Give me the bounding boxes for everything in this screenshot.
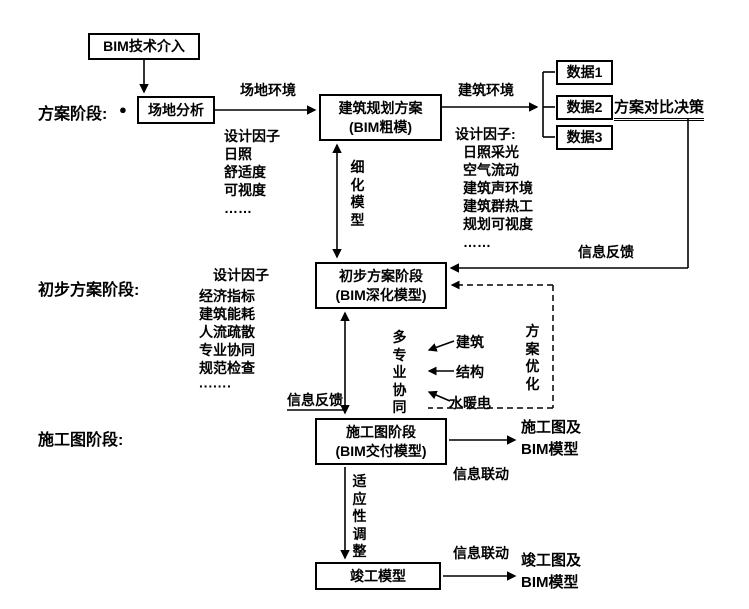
preliminary-factor-list: 经济指标 建筑能耗 人流疏散 专业协同 规范检查 ······· bbox=[199, 287, 255, 395]
site-factor-item: 可视度 bbox=[224, 182, 266, 198]
planning-factor-item: 建筑声环境 bbox=[463, 180, 533, 196]
node-preliminary-line2: (BIM深化模型) bbox=[335, 286, 427, 303]
info-linkage-label-completion: 信息联动 bbox=[453, 545, 509, 561]
node-data-1: 数据1 bbox=[556, 60, 613, 85]
planning-factor-item: 日照采光 bbox=[463, 144, 519, 160]
node-preliminary-line1: 初步方案阶段 bbox=[339, 267, 423, 284]
node-bim-intro: BIM技术介入 bbox=[88, 33, 200, 60]
preliminary-factor-item: 规范检查 bbox=[199, 360, 255, 376]
planning-factor-item: 规划可视度 bbox=[463, 216, 533, 232]
planning-factor-item: …… bbox=[463, 234, 491, 250]
arrow-arch-to-collab bbox=[427, 340, 455, 352]
node-data-3: 数据3 bbox=[556, 125, 613, 150]
preliminary-factor-item: 专业协同 bbox=[199, 342, 255, 358]
node-preliminary-stage: 初步方案阶段 (BIM深化模型) bbox=[315, 262, 447, 309]
site-factor-item: …… bbox=[224, 200, 252, 216]
node-construction-stage: 施工图阶段 (BIM交付模型) bbox=[315, 418, 447, 465]
planning-factor-item: 设计因子: bbox=[455, 126, 516, 142]
edge-label-site-environment: 场地环境 bbox=[240, 82, 296, 98]
node-data-2-label: 数据2 bbox=[566, 99, 603, 116]
node-completion-label: 竣工模型 bbox=[350, 567, 406, 584]
node-data-2: 数据2 bbox=[556, 95, 613, 120]
vertical-label-refine-model: 细化模型 bbox=[350, 159, 365, 228]
site-factor-item: 舒适度 bbox=[224, 164, 266, 180]
discipline-label-structure: 结构 bbox=[456, 364, 484, 380]
node-planning-line2: (BIM粗模) bbox=[349, 118, 412, 135]
preliminary-factor-item: ······· bbox=[199, 378, 232, 394]
vertical-label-multi-collaboration: 多专业协同 bbox=[392, 329, 407, 415]
preliminary-factor-title: 设计因子 bbox=[213, 267, 269, 283]
stage-label-preliminary: 初步方案阶段: bbox=[38, 282, 140, 299]
node-construction-line1: 施工图阶段 bbox=[346, 423, 416, 440]
output-completion-docs: 竣工图及 BIM模型 bbox=[521, 550, 581, 594]
discipline-label-architecture: 建筑 bbox=[456, 334, 484, 350]
stage-label-construction: 施工图阶段: bbox=[38, 432, 124, 449]
preliminary-factor-item: 人流疏散 bbox=[199, 324, 255, 340]
planning-factor-item: 建筑群热工 bbox=[463, 198, 533, 214]
decision-label: 方案对比决策 bbox=[614, 96, 705, 121]
node-completion-model: 竣工模型 bbox=[315, 562, 441, 590]
output-construction-line2: BIM模型 bbox=[521, 441, 579, 458]
output-construction-docs: 施工图及 BIM模型 bbox=[521, 417, 581, 461]
edge-label-building-environment: 建筑环境 bbox=[458, 82, 514, 98]
bullet-icon: ● bbox=[119, 102, 127, 117]
node-data-3-label: 数据3 bbox=[566, 129, 603, 146]
discipline-label-mep: 水暖电 bbox=[449, 395, 491, 411]
vertical-label-scheme-optimization: 方案优化 bbox=[525, 323, 540, 392]
stage-label-scheme: 方案阶段: bbox=[38, 106, 108, 123]
preliminary-factor-item: 建筑能耗 bbox=[199, 306, 255, 322]
site-factor-item: 设计因子 bbox=[224, 128, 280, 144]
arrow-mep-to-collab bbox=[427, 390, 451, 402]
node-site-analysis-label: 场地分析 bbox=[148, 101, 204, 118]
planning-factor-item: 空气流动 bbox=[463, 162, 519, 178]
vertical-label-adaptive-adjustment: 适应性调整 bbox=[352, 473, 367, 559]
node-data-1-label: 数据1 bbox=[566, 64, 603, 81]
feedback-label-right: 信息反馈 bbox=[578, 244, 634, 260]
output-completion-line2: BIM模型 bbox=[521, 574, 579, 591]
output-construction-line1: 施工图及 bbox=[521, 419, 582, 436]
planning-factor-list: 设计因子: 日照采光 空气流动 建筑声环境 建筑群热工 规划可视度 …… bbox=[455, 125, 533, 251]
feedback-label-left: 信息反馈 bbox=[287, 392, 343, 408]
node-site-analysis: 场地分析 bbox=[137, 96, 215, 124]
site-factor-list: 设计因子 日照 舒适度 可视度 …… bbox=[224, 127, 280, 217]
node-planning-line1: 建筑规划方案 bbox=[338, 99, 423, 116]
node-planning-scheme: 建筑规划方案 (BIM粗模) bbox=[319, 94, 442, 141]
node-bim-intro-label: BIM技术介入 bbox=[103, 38, 185, 55]
site-factor-item: 日照 bbox=[224, 146, 252, 162]
output-completion-line1: 竣工图及 bbox=[521, 552, 582, 569]
info-linkage-label-construction: 信息联动 bbox=[453, 466, 509, 482]
node-construction-line2: (BIM交付模型) bbox=[335, 442, 427, 459]
preliminary-factor-item: 经济指标 bbox=[199, 288, 255, 304]
